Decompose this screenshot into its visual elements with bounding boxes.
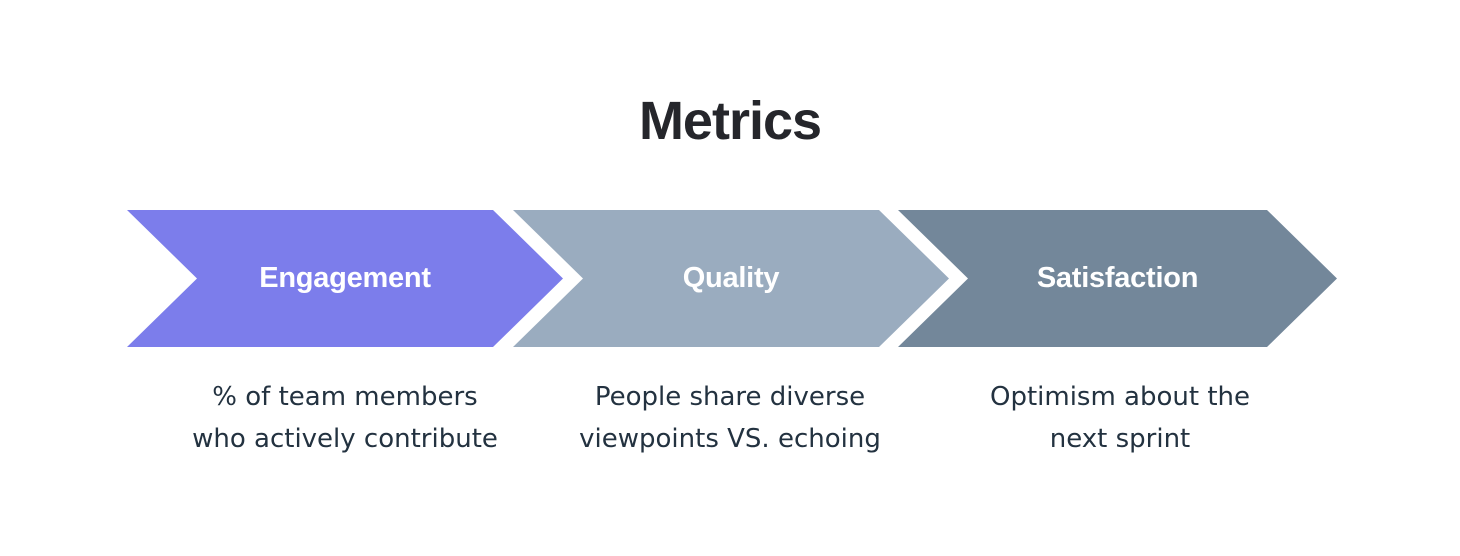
stage-label-satisfaction: Satisfaction xyxy=(1036,262,1199,294)
stage-arrow-quality: Quality xyxy=(513,210,949,347)
stage-description-quality: People share diverse viewpoints VS. echo… xyxy=(510,376,950,460)
stage-label-engagement: Engagement xyxy=(259,262,431,294)
stage-description-line: next sprint xyxy=(1049,424,1191,454)
stage-description-line: who actively contribute xyxy=(192,424,498,454)
stage-description-engagement: % of team members who actively contribut… xyxy=(125,376,565,460)
stage-description-line: Optimism about the xyxy=(989,382,1251,412)
stage-label-quality: Quality xyxy=(682,262,780,294)
stage-description-line: People share diverse xyxy=(594,382,866,412)
stage-description-satisfaction: Optimism about the next sprint xyxy=(900,376,1340,460)
diagram-title: Metrics xyxy=(638,91,822,151)
stage-description-line: viewpoints VS. echoing xyxy=(579,424,881,454)
process-arrow-band: Engagement Quality Satisfaction xyxy=(0,210,1460,347)
stage-description-line: % of team members xyxy=(212,382,478,412)
stage-arrow-engagement: Engagement xyxy=(127,210,563,347)
stage-arrow-satisfaction: Satisfaction xyxy=(898,210,1337,347)
